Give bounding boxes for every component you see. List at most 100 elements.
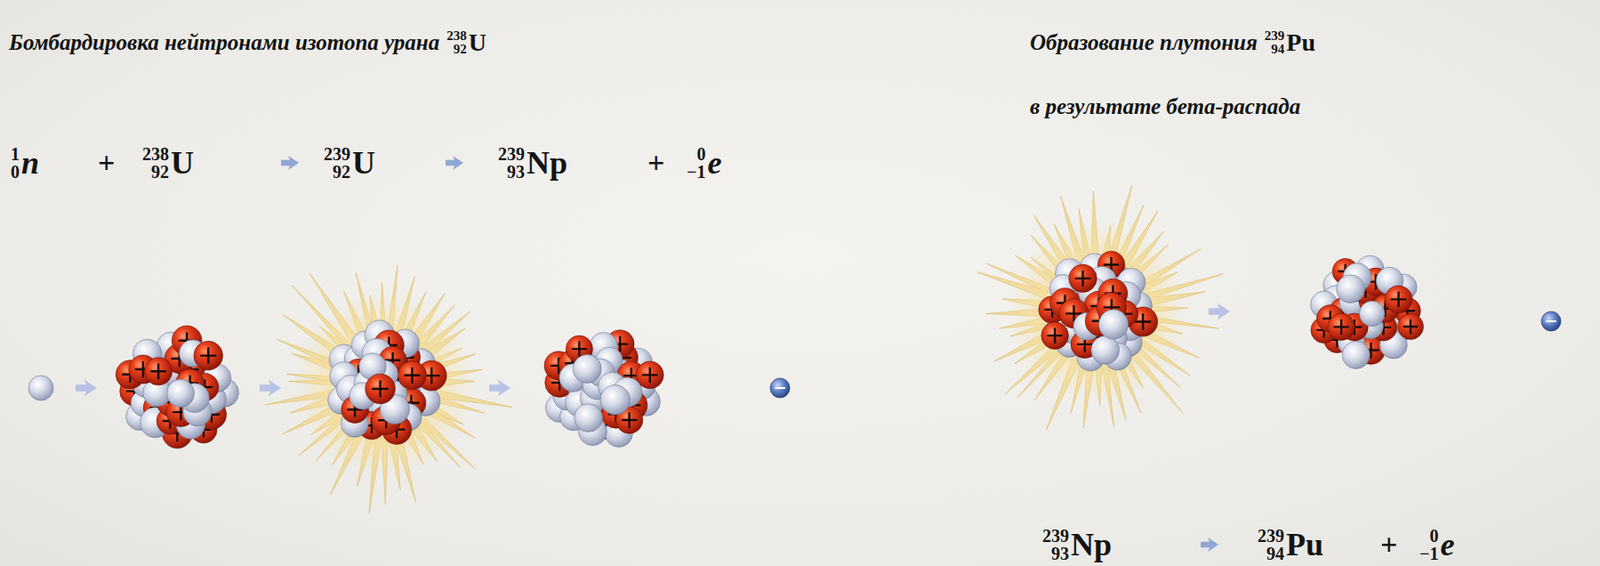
mass-number: 238 [446,29,467,43]
reaction-arrow [445,155,464,170]
isotope-symbol: 0−1e [1419,526,1455,563]
nuclide-numbers: 23892 [446,29,467,57]
proton [1069,264,1097,292]
proton [1398,313,1424,340]
proton-charge [1391,292,1406,306]
element-symbol: Pu [1286,528,1324,561]
charge-number: −1 [686,162,706,181]
element-symbol: Np [1070,528,1112,561]
formula-group: Бомбардировка нейтронами изотопа урана23… [8,29,487,57]
nucleus [115,325,239,449]
proton-charge [1076,271,1091,286]
mass-number: 238 [142,144,169,163]
charge-number: 92 [332,162,351,181]
proton-charge [1334,320,1349,334]
proton-charge [1047,328,1062,342]
neutron [1091,335,1120,364]
isotope-symbol: 23892U [142,144,194,181]
heading-text: Бомбардировка нейтронами изотопа урана [8,30,440,56]
neutron [574,403,604,433]
electron [770,377,790,398]
nucleus [1038,250,1158,371]
isotope-symbol: 0−1e [686,144,722,181]
neutron [1342,340,1370,369]
reaction-arrow [259,378,282,396]
reaction-arrow [1200,537,1219,552]
proton [635,361,664,389]
proton-charge [643,368,657,382]
radiation-glow [977,184,1223,430]
mass-number: 239 [1264,29,1286,43]
nuclide-numbers: 23994 [1257,526,1285,563]
formula-group: 23994Pu [1257,526,1324,563]
electron [1541,311,1561,331]
free-neutron [28,375,54,401]
mass-number: 0 [1429,526,1439,545]
proton [365,373,396,404]
formula-group: 23993Np [498,144,568,181]
element-symbol: U [352,146,376,179]
formula-group: Образование плутония23994Pu [1029,29,1316,57]
proton [1041,321,1070,350]
plus-sign: + [647,147,665,178]
plus-sign: + [1380,529,1398,560]
nucleus [328,320,448,445]
element-symbol: n [21,146,40,179]
nucleus [1310,255,1424,369]
element-symbol: Np [526,146,568,179]
proton [1384,285,1413,314]
isotope-symbol: 23992U [323,144,376,181]
mass-number: 239 [1257,526,1285,545]
mass-number: 239 [498,144,525,163]
nuclide-numbers: 23892 [142,144,169,181]
proton-charge [1404,320,1417,333]
proton [144,357,173,386]
nuclide-numbers: 23994 [1264,29,1286,57]
element-symbol: U [170,146,194,179]
mass-number: 0 [696,144,706,163]
heading-text: в результате бета-распада [1029,94,1301,120]
proton [397,361,427,390]
neutron [600,385,630,415]
formula-group: 23892U [142,144,194,181]
electron-charge [775,386,785,389]
isotope-symbol: 23994Pu [1257,526,1324,563]
element-symbol: U [468,30,487,56]
formula-group: 23993Np [1042,526,1112,563]
isotope-symbol: 23892U [446,29,487,57]
mass-number: 239 [323,144,351,163]
element-symbol: Pu [1286,30,1316,56]
reaction-arrow [281,155,299,170]
isotope-symbol: 23994Pu [1264,29,1316,57]
heading-text: Образование плутония [1029,30,1258,56]
nuclide-numbers: 10 [10,144,20,181]
reaction-arrow [1208,302,1231,320]
charge-number: 94 [1266,544,1285,563]
proton-charge [372,381,388,397]
charge-number: 92 [151,162,169,181]
proton-charge [572,342,587,356]
nuclide-numbers: 23993 [498,144,525,181]
formula-group: 23992U [323,144,376,181]
charge-number: 93 [506,162,525,181]
nuclide-numbers: 0−1 [1419,526,1439,563]
proton-charge [622,412,636,427]
charge-number: 0 [10,162,20,181]
formula-group: + [647,147,665,178]
charge-number: 93 [1051,544,1070,563]
formula-group: в результате бета-распада [1029,94,1308,120]
reaction-arrow [489,378,511,396]
mass-number: 1 [10,144,20,163]
proton-charge [201,347,216,362]
formula-group: 0−1e [686,144,722,181]
isotope-symbol: 23993Np [498,144,568,181]
isotope-symbol: 10n [10,144,40,181]
charge-number: 94 [1270,42,1285,57]
radiation-glow [265,265,512,513]
nuclide-numbers: 0−1 [686,144,706,181]
nuclide-numbers: 23993 [1042,526,1070,563]
neutron [1336,274,1366,304]
neutron [572,353,602,383]
